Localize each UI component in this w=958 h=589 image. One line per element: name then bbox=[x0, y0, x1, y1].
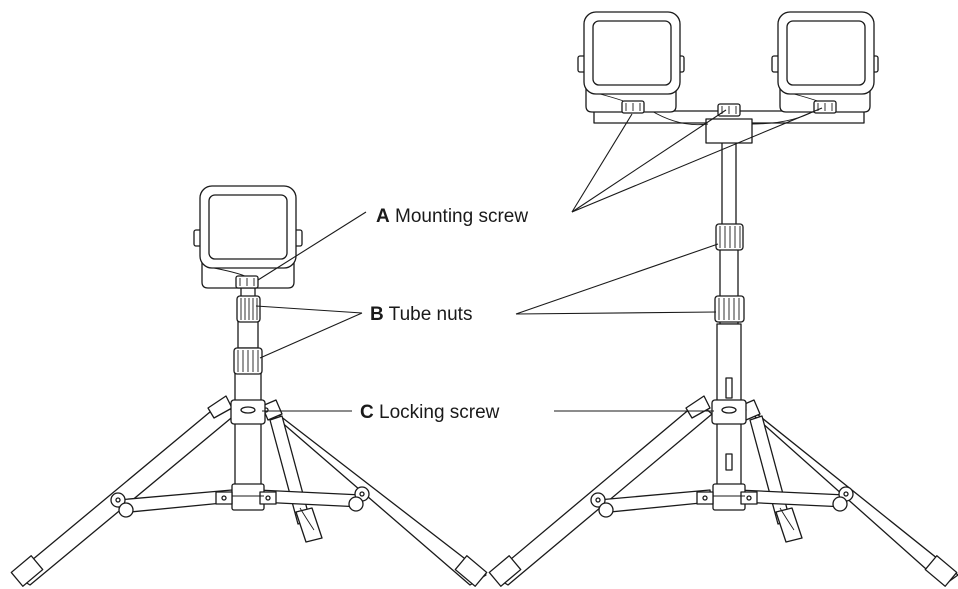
locking-collar-left bbox=[230, 399, 266, 425]
tube-nut-upper-left bbox=[236, 295, 261, 323]
label-b-text: Tube nuts bbox=[389, 304, 473, 325]
tube-nut-upper-right bbox=[715, 223, 744, 251]
labels: A Mounting screw B Tube nuts C Locking s… bbox=[360, 206, 528, 423]
telescopic-tube-right bbox=[696, 121, 758, 511]
label-c-letter: C bbox=[360, 402, 374, 423]
label-c-text: Locking screw bbox=[379, 402, 500, 423]
label-a-text: Mounting screw bbox=[395, 206, 528, 227]
label-b: B Tube nuts bbox=[370, 304, 472, 325]
label-c: C Locking screw bbox=[360, 402, 500, 423]
label-b-letter: B bbox=[370, 304, 384, 325]
telescopic-tube-left bbox=[215, 285, 277, 511]
twin-light-tripod bbox=[488, 11, 958, 587]
tripod-legs-right bbox=[488, 395, 958, 587]
tube-nut-lower-right bbox=[714, 295, 745, 323]
single-light-tripod bbox=[10, 185, 488, 587]
light-crossbar bbox=[593, 103, 865, 144]
floodlight-twin-right bbox=[771, 11, 879, 114]
leader-lines bbox=[255, 107, 823, 412]
floodlight-left bbox=[193, 185, 303, 289]
label-a: A Mounting screw bbox=[376, 206, 528, 227]
locking-collar-right bbox=[711, 399, 747, 425]
tripod-legs-left bbox=[10, 395, 488, 587]
label-a-letter: A bbox=[376, 206, 390, 227]
floodlight-twin-left bbox=[577, 11, 685, 114]
